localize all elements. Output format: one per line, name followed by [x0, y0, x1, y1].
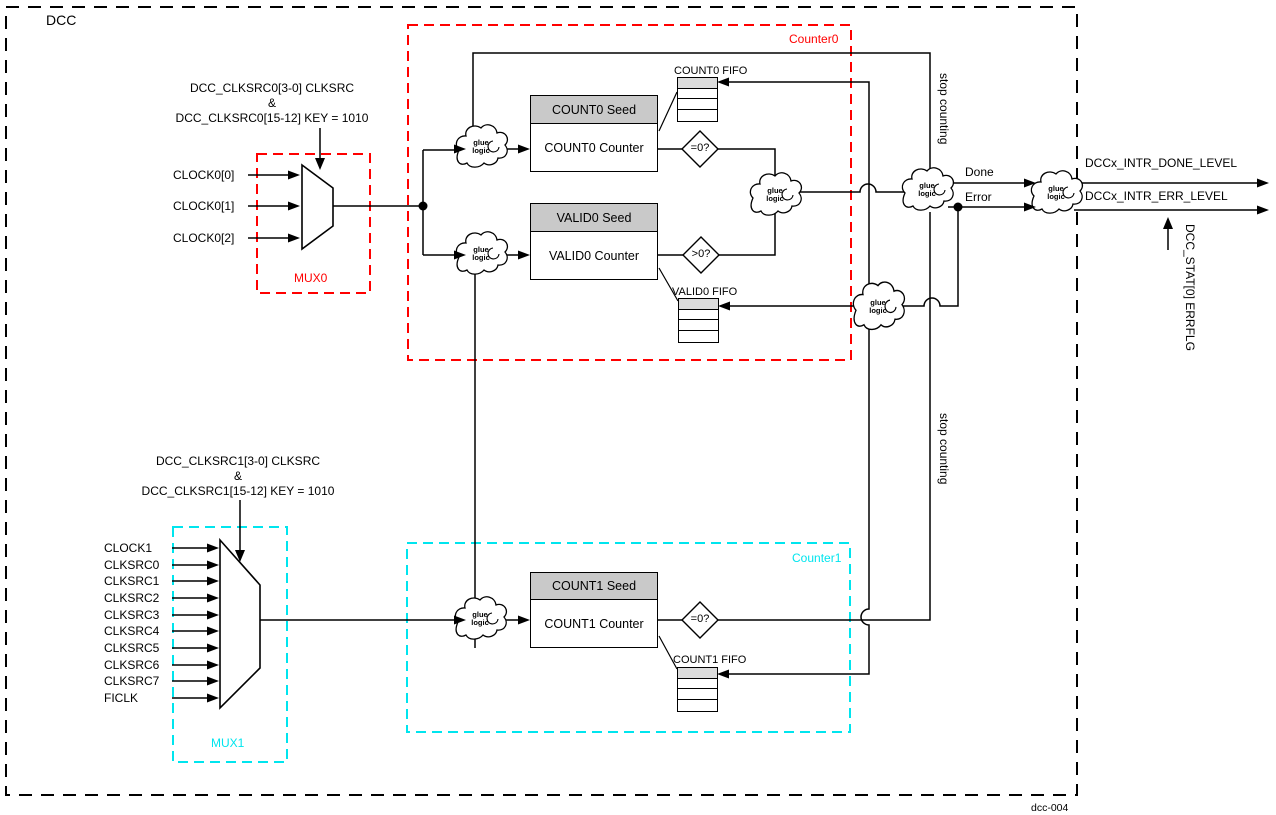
mux1-select-text-line1: DCC_CLKSRC1[3-0] CLKSRC	[155, 454, 321, 468]
mux0-select-text-line3: DCC_CLKSRC0[15-12] KEY = 1010	[175, 111, 369, 125]
valid0-fifo-label: VALID0 FIFO	[672, 286, 738, 298]
wire-stop-counting-bottom	[718, 212, 931, 621]
count1-counter: COUNT1 Counter	[544, 616, 644, 631]
count0-compare-diamond	[681, 130, 719, 168]
mux0-select-text-line1: DCC_CLKSRC0[3-0] CLKSRC	[189, 81, 355, 95]
counter1-boundary-box	[406, 542, 851, 733]
intr-done-level-label: DCCx_INTR_DONE_LEVEL	[1085, 156, 1238, 170]
valid0-compare-label: >0?	[691, 248, 711, 260]
mux1-input-clksrc4: CLKSRC4	[104, 624, 160, 638]
stop-counting-bottom-label: stop counting	[937, 413, 951, 485]
wire-error-tap	[902, 207, 959, 307]
mux1-symbol	[219, 537, 261, 710]
mux1-input-clksrc5: CLKSRC5	[104, 641, 160, 655]
count0-fifo	[677, 77, 718, 122]
error-label: Error	[965, 190, 992, 204]
wire-counter-fifo-diagonals	[658, 91, 679, 670]
mux1-select-text-line3: DCC_CLKSRC1[15-12] KEY = 1010	[141, 484, 335, 498]
valid0-register-box: VALID0 Seed VALID0 Counter	[530, 203, 658, 280]
count1-fifo	[677, 667, 718, 712]
wire-glue-to-counters	[501, 148, 519, 621]
wire-intr-outputs	[1074, 182, 1257, 211]
arrowheads	[207, 77, 1269, 703]
mux1-input-clksrc0: CLKSRC0	[104, 558, 160, 572]
count1-seed: COUNT1 Seed	[531, 573, 657, 600]
mux1-input-clksrc1: CLKSRC1	[104, 574, 160, 588]
mux0-input-clock0-2: CLOCK0[2]	[173, 231, 235, 245]
stop-counting-top-label: stop counting	[937, 73, 951, 145]
counter0-label: Counter0	[789, 32, 839, 46]
wire-compare-to-glue	[795, 183, 905, 193]
wire-stop-counting-top	[472, 52, 931, 178]
mux0-select-text-line2: &	[267, 96, 276, 110]
mux1-input-clksrc6: CLKSRC6	[104, 658, 160, 672]
figure-number: dcc-004	[1031, 802, 1069, 814]
wire-count0-compare	[658, 148, 776, 181]
mux0-symbol	[301, 163, 334, 251]
valid0-compare-diamond	[682, 236, 720, 274]
mux1-input-clksrc2: CLKSRC2	[104, 591, 160, 605]
comparators	[681, 130, 720, 639]
mux0-input-clock0-1: CLOCK0[1]	[173, 199, 235, 213]
mux0-input-clock0-0: CLOCK0[0]	[173, 168, 235, 182]
mux1-label: MUX1	[211, 736, 245, 750]
junction-dot	[953, 202, 963, 212]
dcc-boundary-box	[5, 6, 1078, 796]
count1-compare-label: =0?	[690, 613, 710, 625]
mux1-input-ficlk: FICLK	[104, 691, 139, 705]
mux1-input-clksrc3: CLKSRC3	[104, 608, 160, 622]
mux1-input-clksrc7: CLKSRC7	[104, 674, 160, 688]
wire-mux0-inputs	[248, 174, 289, 239]
mux1-input-clock1: CLOCK1	[104, 541, 153, 555]
wire-valid0-compare	[658, 211, 776, 256]
mux-shapes	[219, 163, 334, 710]
valid0-seed: VALID0 Seed	[531, 204, 657, 232]
counter1-label: Counter1	[792, 551, 842, 565]
mux0-label: MUX0	[294, 271, 328, 285]
valid0-counter: VALID0 Counter	[548, 248, 640, 263]
count0-fifo-label: COUNT0 FIFO	[674, 65, 748, 77]
valid0-fifo	[678, 298, 719, 343]
count1-register-box: COUNT1 Seed COUNT1 Counter	[530, 572, 658, 648]
count0-register-box: COUNT0 Seed COUNT0 Counter	[530, 95, 658, 172]
intr-err-level-label: DCCx_INTR_ERR_LEVEL	[1085, 189, 1228, 203]
wire-mux0-out	[333, 149, 454, 256]
mux0-boundary-box	[256, 153, 371, 294]
wire-mux1-inputs	[172, 547, 208, 699]
junction-dot	[418, 201, 428, 211]
count0-compare-label: =0?	[690, 142, 710, 154]
wire-fifo-feed-trunk	[729, 81, 870, 675]
count1-compare-diamond	[681, 601, 719, 639]
count1-fifo-label: COUNT1 FIFO	[673, 654, 747, 666]
count0-counter: COUNT0 Counter	[544, 140, 644, 155]
mux1-select-text-line2: &	[233, 469, 242, 483]
stat-errflg-label: DCC_STAT[0] ERRFLG	[1183, 224, 1197, 351]
count0-seed: COUNT0 Seed	[531, 96, 657, 124]
mux1-boundary-box	[172, 526, 288, 763]
done-label: Done	[965, 165, 994, 179]
dcc-title: DCC	[46, 12, 77, 28]
